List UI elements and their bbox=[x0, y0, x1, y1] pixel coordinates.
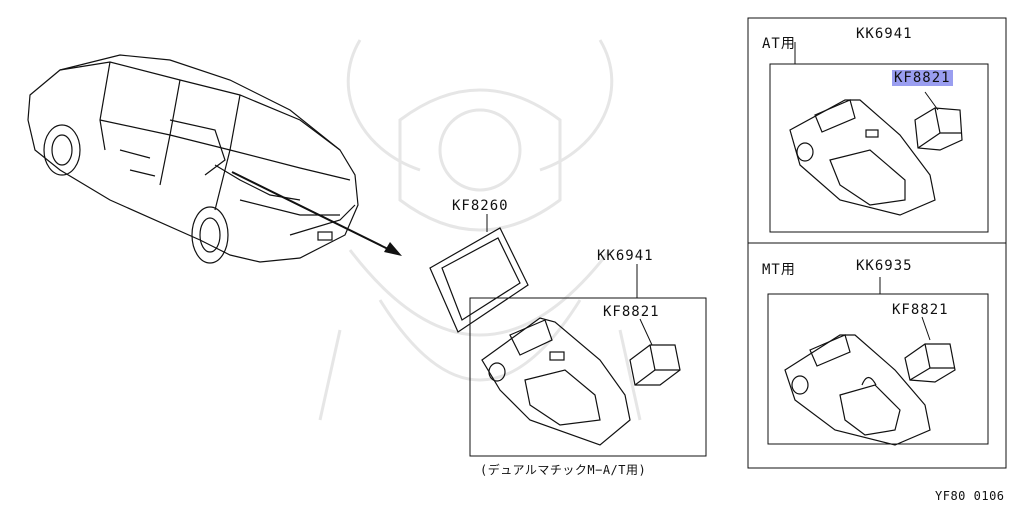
frame-part-label: KF8260 bbox=[452, 198, 509, 214]
main-knob-part-label: KF8821 bbox=[603, 304, 660, 320]
main-console-box bbox=[469, 297, 707, 457]
car-illustration bbox=[27, 54, 359, 264]
mt-knob-part bbox=[904, 343, 956, 383]
pointer-arrow bbox=[231, 171, 402, 256]
main-console-part bbox=[481, 317, 631, 446]
main-note-label: (デュアルマチックM−A/T用) bbox=[480, 463, 647, 477]
footer-code: YF80 0106 bbox=[935, 489, 1005, 503]
mt-console-part-label: KK6935 bbox=[856, 258, 913, 274]
at-knob-part-label: KF8821 bbox=[892, 70, 953, 86]
main-knob-part bbox=[629, 344, 681, 386]
mt-console-part bbox=[784, 334, 931, 446]
at-box-title: AT用 bbox=[762, 36, 796, 52]
mt-knob-part-label: KF8821 bbox=[892, 302, 949, 318]
main-console-part-label: KK6941 bbox=[597, 248, 654, 264]
at-inner-box bbox=[769, 63, 989, 233]
at-knob-part bbox=[914, 107, 963, 151]
at-console-part bbox=[789, 99, 936, 216]
watermark-crest bbox=[318, 39, 642, 421]
mt-box-title: MT用 bbox=[762, 262, 796, 278]
frame-part bbox=[429, 227, 529, 333]
mt-inner-box bbox=[767, 293, 989, 445]
at-console-part-label: KK6941 bbox=[856, 26, 913, 42]
